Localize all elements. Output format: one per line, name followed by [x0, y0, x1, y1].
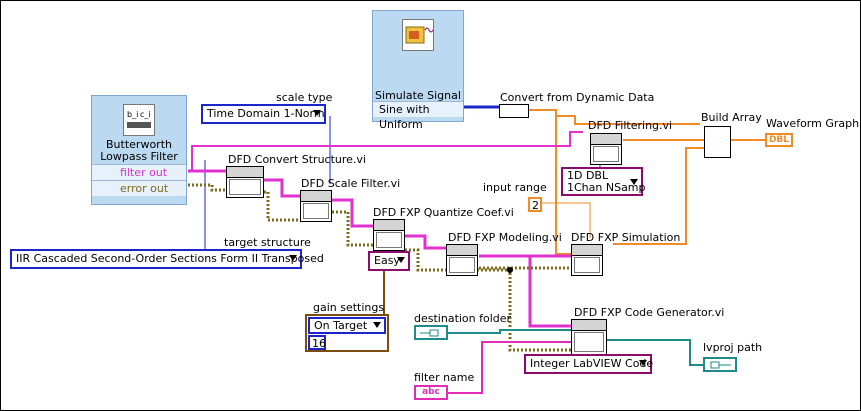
destination-folder-wire — [448, 329, 571, 334]
dfd-fxp-quantize-label: DFD FXP Quantize Coef.vi — [373, 206, 514, 219]
dfd-scale-filter-label: DFD Scale Filter.vi — [301, 177, 401, 190]
convert-to-scale-wire — [264, 178, 300, 198]
dfd-fxp-modeling-vi[interactable] — [446, 244, 478, 276]
filtering-type-line1: 1D DBL — [567, 169, 609, 182]
gain-settings-label: gain settings — [313, 301, 385, 314]
error-wire-2 — [264, 190, 300, 222]
simulate-signal-icon — [402, 19, 434, 51]
dfd-fxp-codegen-vi[interactable] — [571, 319, 607, 355]
dfd-fxp-modeling-label: DFD FXP Modeling.vi — [448, 231, 562, 244]
code-type-ring[interactable]: Integer LabVIEW Code — [524, 354, 654, 374]
chevron-down-icon — [313, 110, 321, 116]
svg-text:c_i: c_i — [140, 110, 151, 119]
waveform-graph-terminal[interactable]: DBL — [765, 133, 793, 147]
build-array-node[interactable] — [704, 126, 731, 158]
chevron-down-icon — [373, 322, 381, 328]
butterworth-title-2: Lowpass Filter — [100, 150, 178, 163]
destination-folder-terminal[interactable] — [414, 325, 448, 340]
filter-cluster-wire — [191, 131, 583, 170]
gain-mode-value: On Target — [314, 319, 368, 332]
filter-name-terminal[interactable]: abc — [414, 385, 448, 400]
input-range-wire — [542, 202, 591, 238]
lvproj-path-label: lvproj path — [703, 341, 763, 354]
gain-settings-cluster[interactable]: On Target 16 — [305, 314, 389, 352]
quantize-mode-ring[interactable]: Easy — [368, 251, 410, 271]
error-wire-3 — [332, 210, 373, 247]
lvproj-wire — [607, 339, 703, 366]
chevron-down-icon — [397, 257, 405, 263]
chevron-down-icon — [630, 179, 638, 185]
dfd-fxp-simulation-vi[interactable] — [571, 244, 603, 276]
svg-text:b_i: b_i — [127, 110, 138, 119]
gain-numeric[interactable]: 16 — [308, 335, 326, 350]
filter-name-label: filter name — [414, 371, 475, 384]
chevron-down-icon — [289, 255, 297, 261]
filter-name-wire — [448, 341, 571, 394]
chevron-down-icon — [639, 360, 647, 366]
simulate-signal-type[interactable]: Sine with Uniform — [373, 101, 463, 131]
input-range-label: input range — [483, 181, 547, 194]
modeling-to-codegen-wire — [528, 256, 571, 328]
filter-icon: b_i c_i — [123, 104, 155, 136]
quantize-mode-value: Easy — [374, 254, 400, 267]
scale-type-label: scale type — [276, 91, 333, 104]
simulate-signal-title: Simulate Signal — [375, 89, 461, 102]
butterworth-filter-express-vi[interactable]: b_i c_i Butterworth Lowpass Filter filte… — [91, 95, 187, 205]
convert-output-wire — [526, 109, 571, 255]
path-icon — [420, 329, 439, 337]
scale-to-quantize-wire — [332, 198, 373, 228]
butterworth-title-1: Butterworth — [106, 138, 172, 151]
filter-out-terminal[interactable]: filter out — [92, 164, 186, 180]
convert-dynamic-label: Convert from Dynamic Data — [500, 91, 655, 104]
simulate-signal-express-vi[interactable]: Simulate Signal Sine with Uniform — [372, 10, 464, 131]
lvproj-path-terminal[interactable] — [703, 357, 737, 372]
dfd-fxp-codegen-label: DFD FXP Code Generator.vi — [574, 306, 725, 319]
gain-mode-ring[interactable]: On Target — [308, 317, 386, 334]
dfd-filtering-label: DFD Filtering.vi — [588, 119, 673, 132]
filtering-type-ring[interactable]: 1D DBL 1Chan NSamp — [561, 167, 646, 196]
target-structure-ring[interactable]: IIR Cascaded Second-Order Sections Form … — [10, 249, 324, 269]
convert-dynamic-node[interactable] — [499, 104, 529, 118]
dfd-fxp-simulation-label: DFD FXP Simulation — [571, 231, 681, 244]
dfd-convert-structure-vi[interactable] — [226, 166, 264, 198]
dfd-scale-filter-vi[interactable] — [300, 190, 332, 222]
simulation-to-build-wire — [613, 147, 705, 245]
error-wire-1 — [188, 183, 226, 192]
quantize-to-modeling-wire — [405, 234, 446, 250]
dfd-fxp-quantize-vi[interactable] — [373, 219, 405, 251]
target-structure-label: target structure — [224, 236, 311, 249]
build-array-label: Build Array — [701, 111, 762, 124]
scale-type-ring[interactable]: Time Domain 1-Norm — [201, 104, 326, 124]
scale-type-value: Time Domain 1-Norm — [207, 107, 325, 120]
destination-folder-label: destination folder — [414, 312, 512, 325]
convert-to-build-wire — [556, 115, 700, 125]
input-range-constant[interactable]: 2 — [528, 197, 542, 212]
path-icon — [710, 361, 731, 369]
error-out-terminal[interactable]: error out — [92, 180, 186, 196]
dfd-filtering-vi[interactable] — [590, 133, 622, 165]
code-type-value: Integer LabVIEW Code — [530, 357, 654, 370]
filtering-type-line2: 1Chan NSamp — [567, 181, 646, 194]
target-structure-value: IIR Cascaded Second-Order Sections Form … — [16, 252, 324, 265]
waveform-graph-label: Waveform Graph — [766, 117, 860, 130]
dfd-convert-structure-label: DFD Convert Structure.vi — [228, 153, 366, 166]
